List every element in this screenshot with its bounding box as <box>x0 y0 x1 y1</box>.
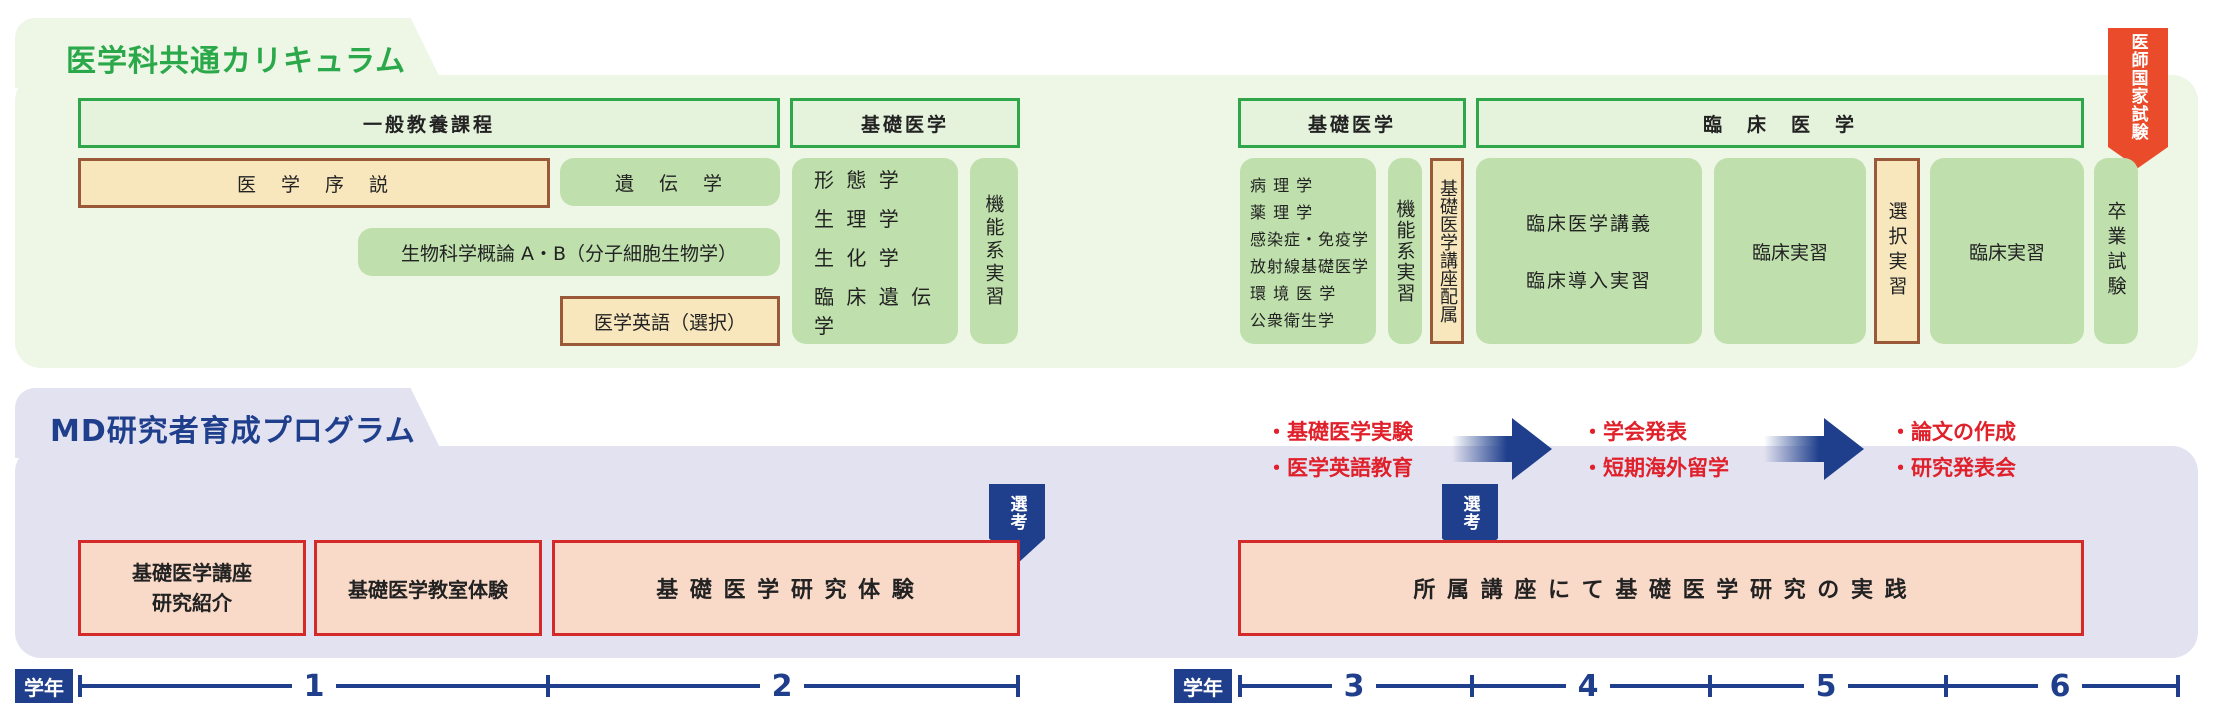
box-clinical-lecture: 臨床医学講義 臨床導入実習 <box>1476 158 1702 344</box>
timeline-tick <box>1470 675 1474 697</box>
box-english: 医学英語（選択） <box>560 296 780 346</box>
timeline-tick <box>1708 675 1712 697</box>
box-graduation-exam: 卒業試験 <box>2094 158 2138 344</box>
path-subject: 公衆衛生学 <box>1250 310 1336 330</box>
header-clinical: 臨 床 医 学 <box>1476 98 2084 148</box>
basic-subject: 生 化 学 <box>814 245 902 270</box>
grade-number: 3 <box>1332 666 1376 706</box>
box-research-practice: 所 属 講 座 に て 基 礎 医 学 研 究 の 実 践 <box>1238 540 2084 636</box>
path-subject: 薬 理 学 <box>1250 202 1314 222</box>
grade-number: 5 <box>1804 666 1848 706</box>
curriculum-title: 医学科共通カリキュラム <box>66 44 407 79</box>
timeline-tick <box>1238 675 1242 697</box>
box-research-experience: 基 礎 医 学 研 究 体 験 <box>552 540 1020 636</box>
kokushi-marker: 医師国家試験 <box>2108 28 2168 168</box>
header-basic-2: 基礎医学 <box>1238 98 1466 148</box>
timeline-tick <box>1944 675 1948 697</box>
path-subject: 環 境 医 学 <box>1250 283 1337 303</box>
grade-number: 2 <box>760 666 804 706</box>
basic-subject: 形 態 学 <box>814 167 902 192</box>
arrow-right-icon <box>1452 418 1552 480</box>
step-item: ・学会発表 <box>1582 420 1687 444</box>
box-clinical-practice-2: 臨床実習 <box>1930 158 2084 344</box>
box-clinical-practice-1: 臨床実習 <box>1714 158 1866 344</box>
grade-number: 6 <box>2038 666 2082 706</box>
box-research-intro: 基礎医学講座 研究紹介 <box>78 540 306 636</box>
box-basic-subjects: 形 態 学 生 理 学 生 化 学 臨 床 遺 伝 学 <box>792 158 958 344</box>
grade-number: 1 <box>292 666 336 706</box>
path-subject: 放射線基礎医学 <box>1250 256 1370 276</box>
intro-practice-label: 臨床導入実習 <box>1525 270 1652 292</box>
header-basic-1: 基礎医学 <box>790 98 1020 148</box>
step-list-2: ・学会発表 ・短期海外留学 <box>1582 416 1729 482</box>
md-title: MD研究者育成プログラム <box>50 414 416 449</box>
timeline-tick <box>546 675 550 697</box>
timeline-tick <box>78 675 82 697</box>
box-genetics: 遺 伝 学 <box>560 158 780 206</box>
box-elective: 選択実習 <box>1874 158 1920 344</box>
timeline-tick <box>2176 675 2180 697</box>
step-item: ・論文の作成 <box>1890 420 2016 444</box>
step-list-1: ・基礎医学実験 ・医学英語教育 <box>1266 416 1413 482</box>
box-intro: 医 学 序 説 <box>78 158 550 208</box>
grade-number: 4 <box>1566 666 1610 706</box>
box-assignment: 基礎医学講座配属 <box>1430 158 1464 344</box>
box-path-subjects: 病 理 学 薬 理 学 感染症・免疫学 放射線基礎医学 環 境 医 学 公衆衛生… <box>1240 158 1376 344</box>
timeline-tick <box>1016 675 1020 697</box>
path-subject: 感染症・免疫学 <box>1250 229 1370 249</box>
grade-label-1: 学年 <box>15 669 73 703</box>
box-bioscience: 生物科学概論 A・B（分子細胞生物学） <box>358 228 780 276</box>
box-func-lab-2: 機能系実習 <box>1388 158 1422 344</box>
box-lab-experience: 基礎医学教室体験 <box>314 540 542 636</box>
grade-label-2: 学年 <box>1174 669 1232 703</box>
step-item: ・研究発表会 <box>1890 456 2016 480</box>
box-func-lab-1: 機能系実習 <box>970 158 1018 344</box>
step-item: ・基礎医学実験 <box>1266 420 1413 444</box>
basic-subject: 臨 床 遺 伝 学 <box>814 284 935 338</box>
arrow-right-icon <box>1764 418 1864 480</box>
step-item: ・医学英語教育 <box>1266 456 1413 480</box>
step-item: ・短期海外留学 <box>1582 456 1729 480</box>
header-general: 一般教養課程 <box>78 98 780 148</box>
step-list-3: ・論文の作成 ・研究発表会 <box>1890 416 2016 482</box>
lecture-label: 臨床医学講義 <box>1525 213 1652 235</box>
basic-subject: 生 理 学 <box>814 206 902 231</box>
kokushi-label: 医師国家試験 <box>2127 33 2148 141</box>
path-subject: 病 理 学 <box>1250 175 1314 195</box>
